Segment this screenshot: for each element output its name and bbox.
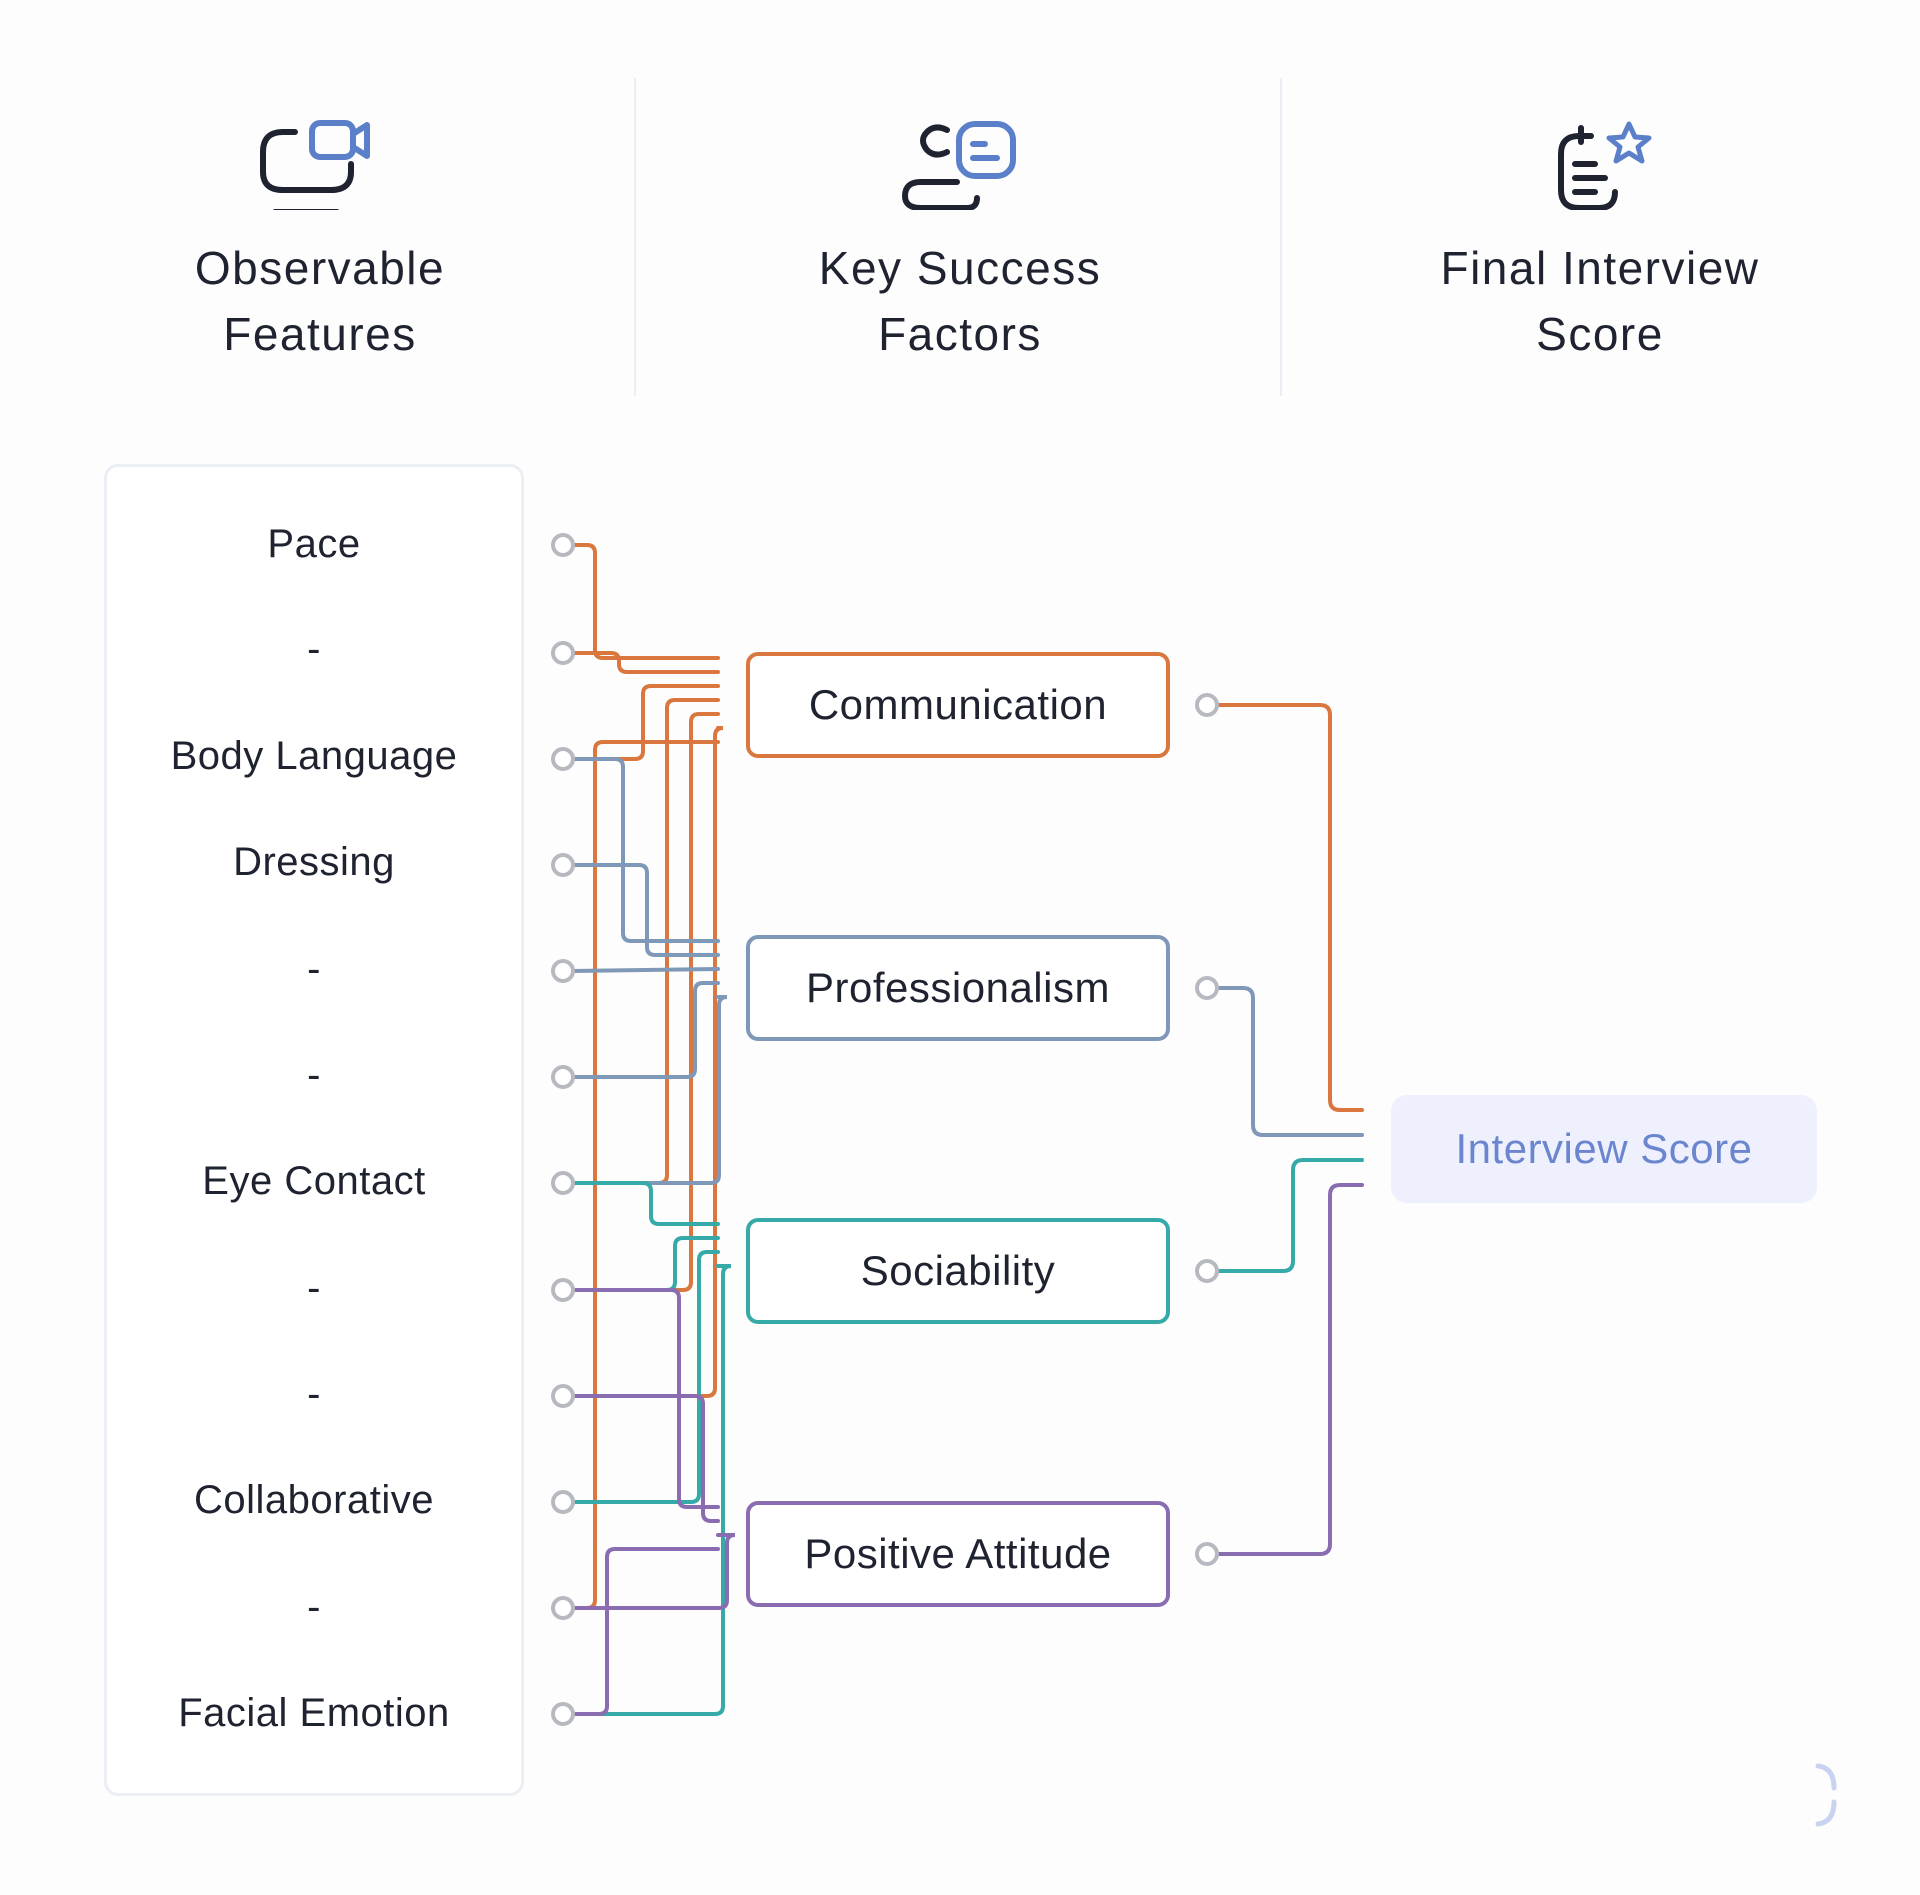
column-header-score: Final Interview Score [1280,80,1920,400]
factor-label: Sociability [860,1247,1056,1294]
connector-line [569,1394,720,1523]
feature-output-node [551,853,575,877]
column-title-features: Observable Features [194,242,446,360]
loading-spinner-icon [1815,1763,1837,1827]
column-title-factors: Key Success Factors [818,242,1102,360]
connector-line [569,863,720,957]
feature-output-node [551,747,575,771]
connector-line [569,1288,720,1509]
feature-output-node [551,533,575,557]
feature-output-node [551,1384,575,1408]
connector-line [569,1181,720,1226]
feature-label: Facial Emotion [178,1691,450,1735]
feature-label: Eye Contact [202,1159,426,1203]
factor-positive-attitude[interactable]: Positive Attitude [746,1501,1170,1607]
video-camera-icon [260,120,370,210]
feature-label: Dressing [233,840,395,884]
connector-line [569,981,720,1079]
factor-label: Positive Attitude [804,1530,1112,1577]
interview-score-box[interactable]: Interview Score [1391,1095,1817,1203]
column-header-factors: Key Success Factors [640,80,1280,400]
connector-line [569,1250,720,1504]
factor-label: Professionalism [806,964,1110,1011]
factor-communication[interactable]: Communication [746,652,1170,758]
connector-line [569,543,720,660]
connector-line [569,995,728,1185]
feature-label: - [307,627,321,671]
feature-output-node [551,1065,575,1089]
connector-line [569,726,724,1398]
connector-line [569,740,720,1610]
score-connector-line [1209,1158,1364,1273]
feature-label: - [307,1266,321,1310]
feature-label: - [307,947,321,991]
factor-professionalism[interactable]: Professionalism [746,935,1170,1041]
feature-label: Body Language [170,734,458,778]
features-panel [104,464,524,1796]
feature-output-node [551,1278,575,1302]
factor-output-node [1195,976,1219,1000]
connector-line [569,651,720,674]
connector-line [569,712,720,1292]
factor-output-node [1195,1259,1219,1283]
feature-label: Pace [267,522,361,566]
feature-label: Collaborative [194,1478,434,1522]
interview-score-label: Interview Score [1455,1125,1753,1172]
factor-sociability[interactable]: Sociability [746,1218,1170,1324]
user-chat-icon [901,121,1016,210]
scorecard-star-icon [1558,121,1652,210]
feature-output-node [551,1171,575,1195]
feature-output-node [551,1702,575,1726]
column-divider [634,78,636,396]
feature-label: - [307,1372,321,1416]
connector-line [569,1264,732,1716]
feature-label: - [307,1053,321,1097]
feature-output-node [551,1490,575,1514]
feature-output-node [551,959,575,983]
score-connector-line [1209,1183,1364,1556]
factor-label: Communication [808,681,1108,728]
column-divider [1280,78,1282,396]
feature-label: - [307,1585,321,1629]
score-connector-line [1209,703,1364,1112]
connector-line [569,1533,736,1610]
column-title-score: Final Interview Score [1440,242,1760,360]
connector-line [569,757,720,943]
feature-output-node [551,1596,575,1620]
factor-output-node [1195,693,1219,717]
factor-output-node [1195,1542,1219,1566]
column-header-features: Observable Features [0,80,640,400]
score-connector-line [1209,986,1364,1137]
connector-line [569,1547,720,1716]
connector-line [569,967,720,973]
connector-line [569,684,720,761]
feature-output-node [551,641,575,665]
